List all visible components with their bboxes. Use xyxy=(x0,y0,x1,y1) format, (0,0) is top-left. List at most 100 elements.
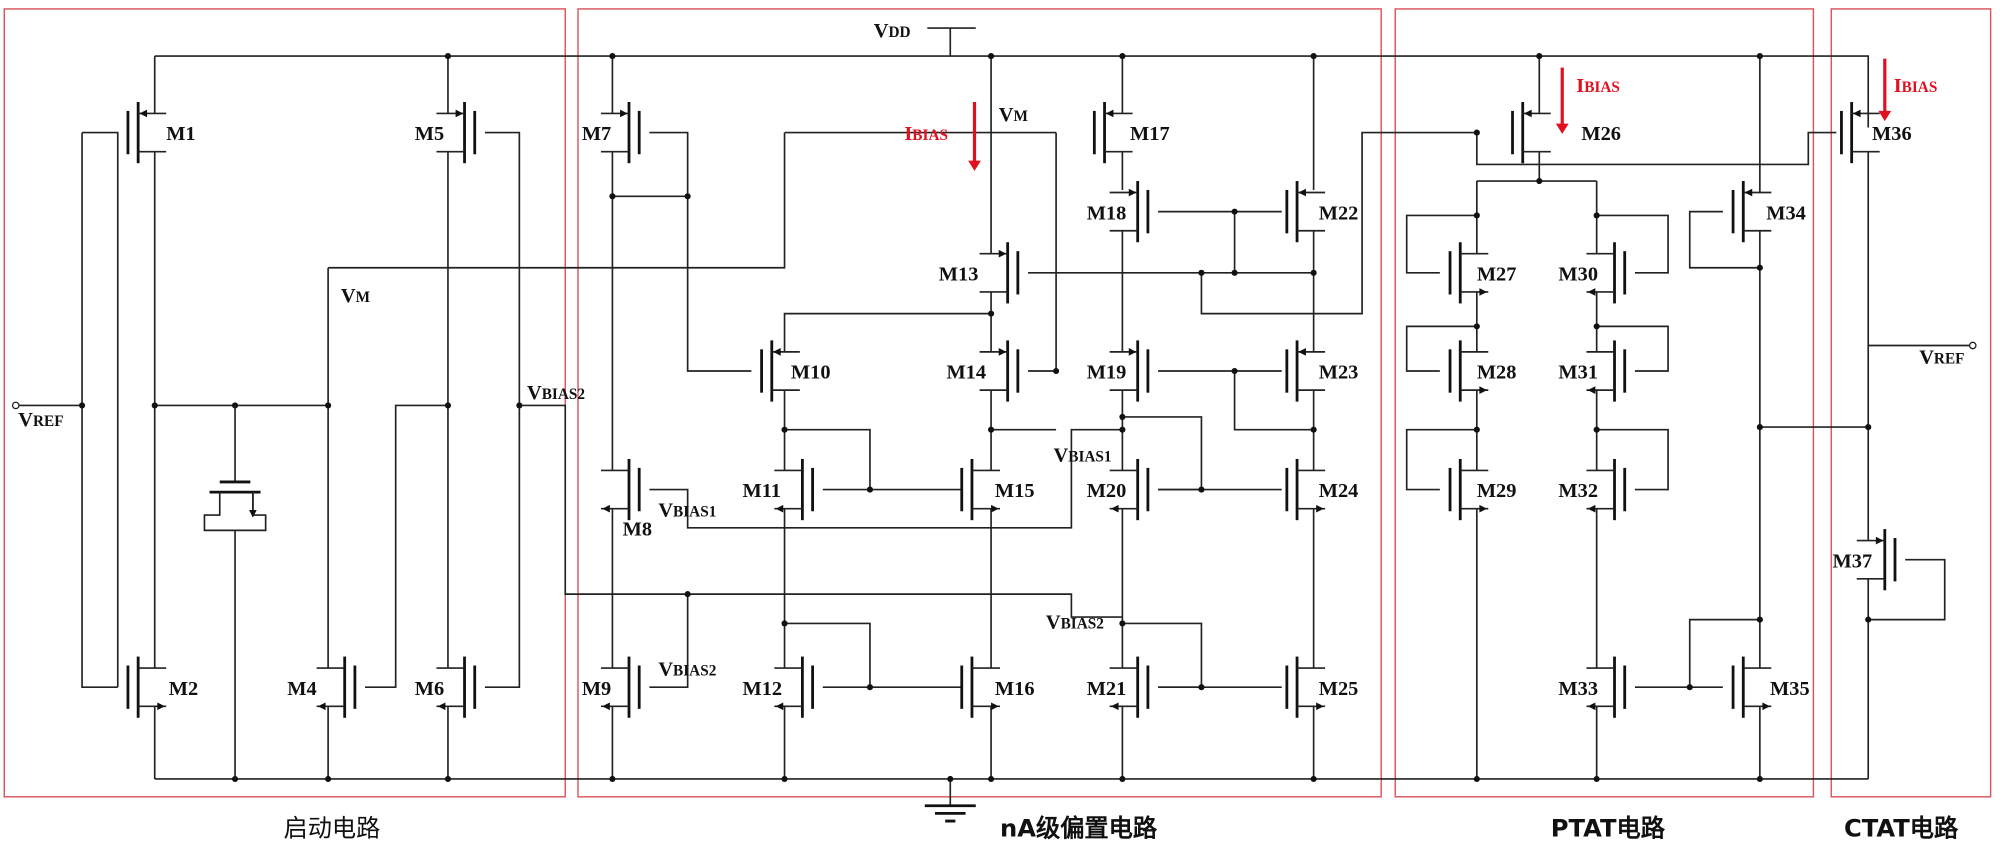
transistor-symbols xyxy=(126,101,1897,718)
transistor-m27 xyxy=(1448,242,1489,304)
label-m36: M36 xyxy=(1872,123,1912,145)
label-m25: M25 xyxy=(1319,678,1359,700)
label-m12: M12 xyxy=(742,678,782,700)
label-m31: M31 xyxy=(1558,362,1598,384)
vref-terminal-left[interactable] xyxy=(11,401,20,410)
label-m17: M17 xyxy=(1130,123,1170,145)
vdd-rail xyxy=(154,27,1870,128)
label-m5: M5 xyxy=(415,123,444,145)
transistor-m7 xyxy=(600,101,641,164)
ibias-label-ctat: IBIAS xyxy=(1894,75,1938,97)
vbias2-label-startup: VBIAS2 xyxy=(527,382,585,404)
section-box-nabias xyxy=(577,8,1382,798)
transistor-m28 xyxy=(1448,340,1489,402)
label-m16: M16 xyxy=(995,678,1035,700)
ibias-label-nabias: IBIAS xyxy=(904,123,948,145)
label-m4: M4 xyxy=(287,678,316,700)
transistor-m9 xyxy=(600,656,641,718)
vref-label-left: VREF xyxy=(18,409,63,431)
transistor-m26 xyxy=(1511,101,1551,164)
section-box-ctat xyxy=(1830,8,1992,798)
vref-terminal-right[interactable] xyxy=(1968,341,1977,350)
label-m18: M18 xyxy=(1087,202,1127,224)
label-m28: M28 xyxy=(1477,362,1517,384)
transistor-m11 xyxy=(774,458,814,521)
label-m15: M15 xyxy=(995,480,1035,502)
transistor-m1 xyxy=(126,101,167,164)
label-m34: M34 xyxy=(1766,202,1806,224)
label-m35: M35 xyxy=(1770,678,1810,700)
section-box-startup xyxy=(3,8,566,798)
label-m21: M21 xyxy=(1087,678,1127,700)
label-m22: M22 xyxy=(1319,202,1359,224)
label-m26: M26 xyxy=(1581,123,1621,145)
label-m32: M32 xyxy=(1558,480,1598,502)
gnd-rail xyxy=(154,778,1869,823)
transistor-m30 xyxy=(1586,242,1627,304)
transistor-m33 xyxy=(1586,656,1627,718)
transistor-m31 xyxy=(1586,340,1627,402)
ibias-arrow-ctat xyxy=(1878,58,1892,122)
label-m23: M23 xyxy=(1319,362,1359,384)
label-m1: M1 xyxy=(166,123,195,145)
transistor-m35 xyxy=(1731,656,1772,718)
label-m2: M2 xyxy=(169,678,198,700)
junctions xyxy=(78,53,1872,783)
transistor-m32 xyxy=(1586,458,1627,521)
section-box-ptat xyxy=(1394,8,1815,798)
label-m8: M8 xyxy=(623,518,652,540)
label-m11: M11 xyxy=(742,480,780,502)
label-m13: M13 xyxy=(939,263,979,285)
transistor-m16 xyxy=(960,656,1000,718)
caption-nabias: nA级偏置电路 xyxy=(1000,814,1158,842)
m3-device xyxy=(203,405,267,779)
vbias1-label-m20: VBIAS1 xyxy=(1054,445,1112,467)
label-m24: M24 xyxy=(1319,480,1359,502)
transistor-m5 xyxy=(436,101,477,164)
label-m14: M14 xyxy=(946,362,986,384)
vdd-label: VDD xyxy=(874,20,911,42)
transistor-m4 xyxy=(316,656,357,718)
transistor-m36 xyxy=(1840,101,1880,164)
ibias-arrow-ptat xyxy=(1555,67,1569,134)
transistor-m25 xyxy=(1285,656,1326,718)
transistor-m6 xyxy=(436,656,477,718)
label-m27: M27 xyxy=(1477,263,1517,285)
label-m9: M9 xyxy=(582,678,611,700)
transistor-m8 xyxy=(600,458,641,521)
transistor-m15 xyxy=(960,458,1000,521)
caption-startup: 启动电路 xyxy=(283,814,380,842)
label-m20: M20 xyxy=(1087,480,1127,502)
vbias1-label-m8: VBIAS1 xyxy=(658,499,716,521)
transistor-m21 xyxy=(1109,656,1150,718)
label-m30: M30 xyxy=(1558,263,1598,285)
ibias-label-ptat: IBIAS xyxy=(1576,75,1620,97)
transistor-m10 xyxy=(760,340,800,402)
transistor-m23 xyxy=(1285,340,1326,402)
transistor-m37 xyxy=(1856,529,1897,591)
transistor-m2 xyxy=(126,656,167,718)
transistor-m17 xyxy=(1092,101,1133,164)
transistor-m29 xyxy=(1448,458,1489,521)
transistor-m14 xyxy=(979,340,1020,402)
transistor-m18 xyxy=(1109,181,1150,243)
caption-ctat: CTAT电路 xyxy=(1844,814,1959,842)
label-m10: M10 xyxy=(791,362,831,384)
vbias2-label-m9: VBIAS2 xyxy=(658,659,716,681)
label-m29: M29 xyxy=(1477,480,1517,502)
transistor-m19 xyxy=(1109,340,1150,402)
transistor-m24 xyxy=(1285,458,1326,521)
label-m19: M19 xyxy=(1087,362,1127,384)
label-m6: M6 xyxy=(415,678,444,700)
transistor-m20 xyxy=(1109,458,1150,521)
vref-label-right: VREF xyxy=(1919,346,1964,368)
label-m7: M7 xyxy=(582,123,611,145)
label-m37: M37 xyxy=(1833,550,1873,572)
transistor-m12 xyxy=(774,656,814,718)
ibias-arrow-nabias xyxy=(968,101,981,171)
vm-label-startup: VM xyxy=(341,285,370,307)
vbias2-label-m21: VBIAS2 xyxy=(1046,612,1104,634)
transistor-m13 xyxy=(979,242,1020,304)
wires xyxy=(18,56,1971,779)
